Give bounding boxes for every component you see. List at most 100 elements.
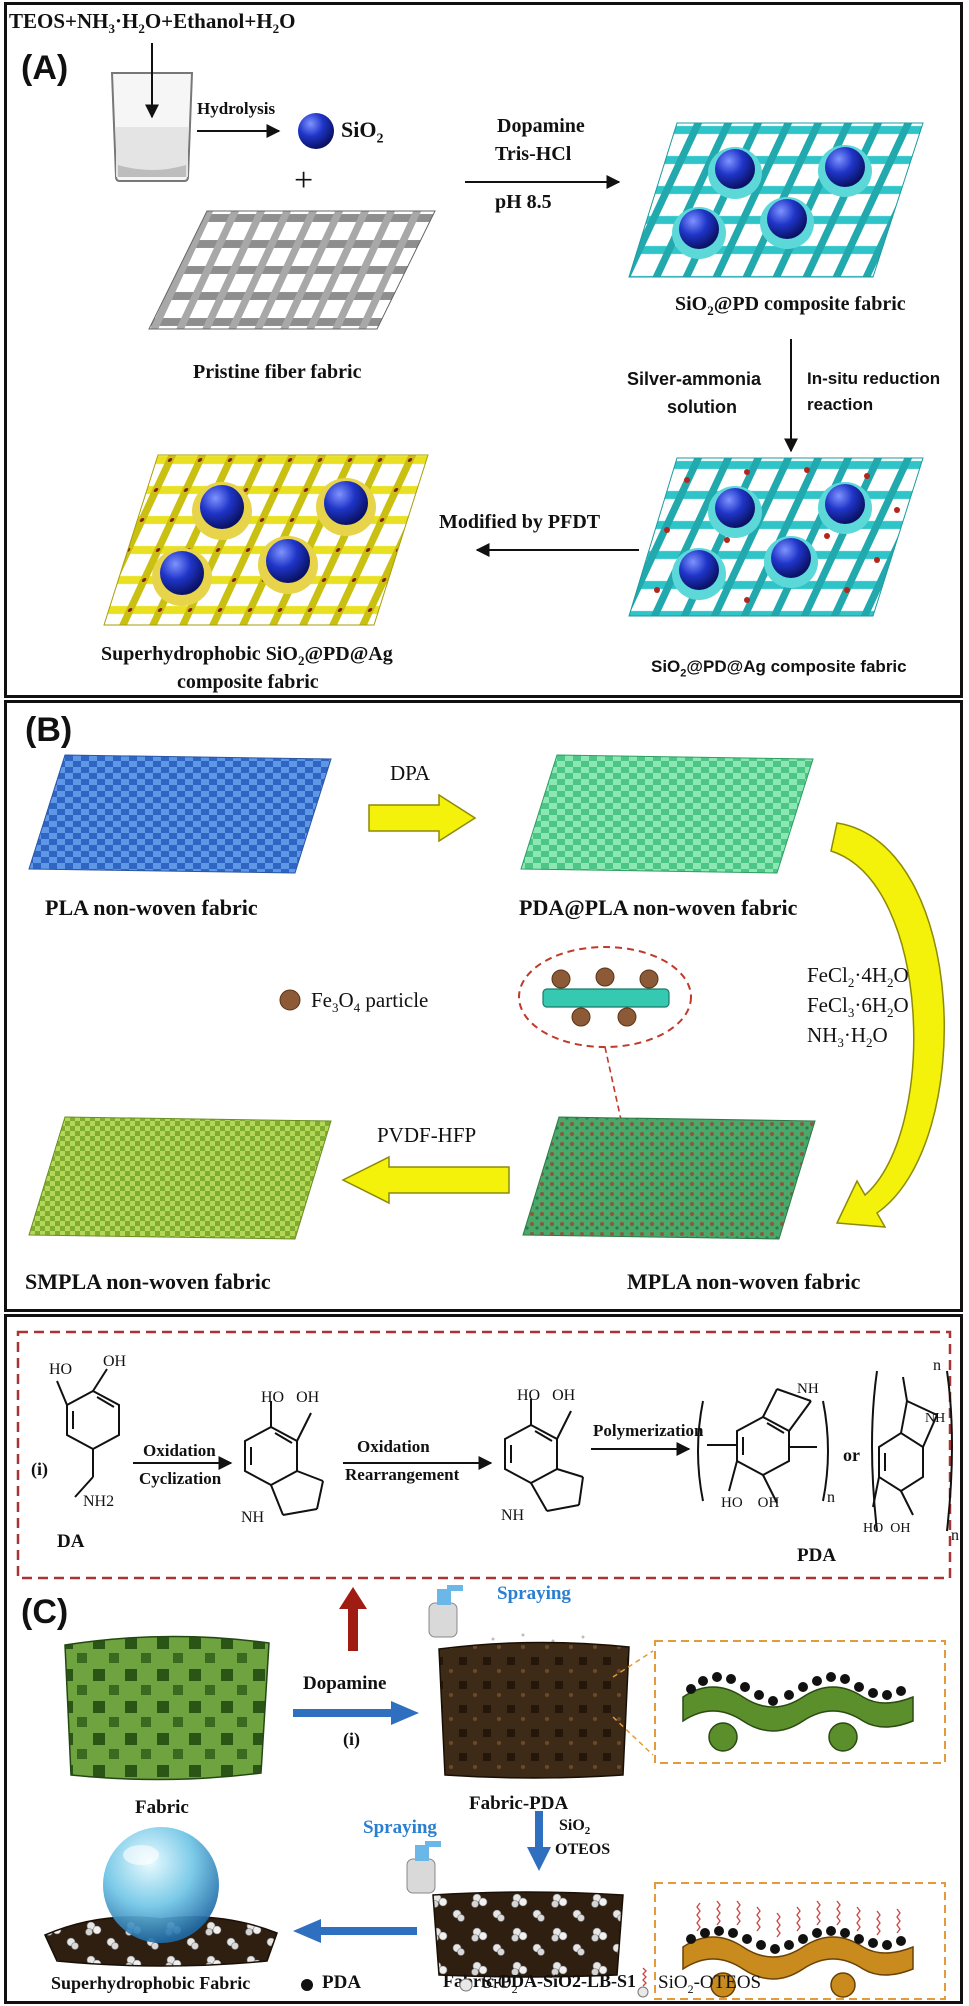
pla-label: PLA non-woven fabric bbox=[45, 895, 258, 920]
sio2-dot-icon bbox=[459, 1978, 473, 1992]
red-up-arrow bbox=[339, 1587, 367, 1651]
pdapla-label: PDA@PLA non-woven fabric bbox=[519, 895, 798, 920]
superhydrophobic-fabric-c bbox=[43, 1827, 278, 1967]
beaker-icon bbox=[110, 43, 194, 182]
pvdf-label: PVDF-HFP bbox=[377, 1123, 477, 1147]
plus-label: + bbox=[294, 162, 314, 199]
smpla-fabric bbox=[28, 1116, 332, 1240]
superhydro-label-1: Superhydrophobic SiO2@PD@Ag bbox=[101, 643, 393, 668]
pda2-oh: HO OH bbox=[863, 1521, 911, 1536]
spraying-label-1: Spraying bbox=[497, 1583, 571, 1604]
oxre-2: Rearrangement bbox=[345, 1465, 460, 1484]
step-i-label: (i) bbox=[343, 1729, 360, 1749]
reagent-1: FeCl2·4H2O bbox=[807, 963, 909, 991]
silver-label-1: Silver-ammonia bbox=[627, 369, 762, 389]
dpa-arrow bbox=[368, 793, 477, 843]
spray-bottle-icon-1 bbox=[428, 1585, 463, 1638]
p1-oh: HO OH bbox=[261, 1389, 320, 1406]
da-nh2: NH2 bbox=[83, 1493, 115, 1510]
silver-arrow bbox=[784, 339, 798, 453]
spraying-label-2: Spraying bbox=[363, 1817, 437, 1838]
legend-sio2oteos-label: SiO2-OTEOS bbox=[658, 1972, 762, 1996]
pda1-nh: NH bbox=[797, 1381, 819, 1397]
oxcyc-2: Cyclization bbox=[139, 1469, 222, 1488]
dopamine-label: Dopamine bbox=[497, 115, 585, 137]
sio2-pd-fabric bbox=[628, 122, 924, 278]
pfdt-label: Modified by PFDT bbox=[439, 511, 601, 533]
pristine-fabric bbox=[148, 210, 436, 330]
reagent-3: NH3·H2O bbox=[807, 1023, 888, 1051]
zoom-box-2 bbox=[654, 1882, 946, 2000]
reagents-label: TEOS+NH3·H2O+Ethanol+H2O bbox=[9, 9, 296, 37]
legend-sio2-label: SiO2 bbox=[482, 1972, 518, 1996]
pda1-oh: HO OH bbox=[721, 1495, 780, 1511]
pda2-n-top: n bbox=[933, 1357, 941, 1374]
panel-b: (B) PLA non-woven fabric DPA PDA@PLA non… bbox=[4, 700, 963, 1312]
reagent-2: FeCl3·6H2O bbox=[807, 993, 909, 1021]
fabric-label: Fabric bbox=[135, 1797, 189, 1818]
panel-b-label: (B) bbox=[25, 711, 73, 749]
superhydro-label-2: composite fabric bbox=[177, 671, 319, 693]
sio2-sphere-icon bbox=[298, 113, 334, 149]
pla-fabric bbox=[28, 754, 332, 874]
dopamine-blue-arrow bbox=[293, 1701, 419, 1725]
pda2-nh: NH bbox=[925, 1411, 946, 1426]
p1-nh: NH bbox=[241, 1509, 265, 1526]
tris-label: Tris-HCl bbox=[495, 143, 572, 165]
zoom-box-1 bbox=[612, 1640, 946, 1764]
panel-c-label: (C) bbox=[21, 1593, 69, 1631]
mpla-label: MPLA non-woven fabric bbox=[627, 1269, 861, 1294]
pvdf-arrow bbox=[341, 1155, 510, 1205]
panel-c: (i) HO OH NH2 DA Oxidation Cyclization H… bbox=[4, 1314, 963, 2004]
fe3o4-icon bbox=[279, 989, 301, 1011]
pda-label: PDA bbox=[797, 1545, 837, 1566]
da-oh-1: HO bbox=[49, 1361, 73, 1378]
hydrolysis-label: Hydrolysis bbox=[197, 99, 276, 118]
p2-oh: HO OH bbox=[517, 1387, 576, 1404]
hydrolysis-arrow bbox=[197, 124, 281, 138]
pristine-label: Pristine fiber fabric bbox=[193, 361, 362, 383]
p2-nh: NH bbox=[501, 1507, 525, 1524]
sio2-label: SiO2 bbox=[341, 117, 384, 147]
oteos-label: OTEOS bbox=[555, 1841, 611, 1858]
fabric-final bbox=[432, 1891, 624, 1978]
dopamine-arrow bbox=[465, 175, 621, 189]
composite1-label: SiO2@PD composite fabric bbox=[675, 293, 906, 318]
ph-label: pH 8.5 bbox=[495, 191, 552, 213]
silver-label-2: solution bbox=[667, 397, 737, 417]
spray-bottle-icon-2 bbox=[406, 1841, 441, 1894]
da-label: DA bbox=[57, 1531, 85, 1552]
left-blue-arrow bbox=[293, 1919, 417, 1943]
da-oh-2: OH bbox=[103, 1353, 127, 1370]
panel-a-label: (A) bbox=[21, 49, 69, 87]
legend-pda-label: PDA bbox=[322, 1972, 362, 1993]
fabricpda-label: Fabric-PDA bbox=[469, 1793, 569, 1814]
sio2-oteos-icon bbox=[637, 1967, 649, 1998]
fabricfinal-label: Fabric-PDA-SiO2-LB-S1 bbox=[443, 1971, 636, 1991]
superfabric-label: Superhydrophobic Fabric bbox=[51, 1973, 251, 1993]
superhydrophobic-fabric-a bbox=[103, 454, 429, 626]
mpla-fabric bbox=[522, 1116, 816, 1240]
sio2-step-label: SiO2 bbox=[559, 1817, 591, 1838]
oxre-1: Oxidation bbox=[357, 1437, 430, 1456]
insitu-label-2: reaction bbox=[807, 395, 874, 414]
down-blue-arrow bbox=[527, 1811, 551, 1871]
sio2-pd-ag-fabric bbox=[628, 457, 924, 617]
fe3o4-label: Fe3O4 particle bbox=[311, 988, 429, 1016]
pfdt-arrow bbox=[475, 543, 639, 557]
smpla-label: SMPLA non-woven fabric bbox=[25, 1269, 271, 1294]
pda-pla-fabric bbox=[520, 754, 814, 874]
or-label: or bbox=[843, 1445, 860, 1465]
insitu-label-1: In-situ reduction bbox=[807, 369, 941, 388]
dpa-label: DPA bbox=[390, 761, 431, 785]
poly-label: Polymerization bbox=[593, 1421, 704, 1440]
pda1-n: n bbox=[827, 1489, 835, 1506]
pda2-n-bot: n bbox=[951, 1527, 959, 1544]
roman-i: (i) bbox=[31, 1459, 48, 1479]
legend: PDA SiO2 SiO2-OTEOS bbox=[4, 1962, 963, 2002]
dopamine-c-label: Dopamine bbox=[303, 1673, 387, 1694]
panel-a: TEOS+NH3·H2O+Ethanol+H2O (A) Hydrolysis … bbox=[4, 2, 963, 698]
fabric-green bbox=[64, 1635, 270, 1781]
fabric-pda bbox=[438, 1633, 630, 1779]
reaction-scheme-box bbox=[16, 1330, 953, 1580]
